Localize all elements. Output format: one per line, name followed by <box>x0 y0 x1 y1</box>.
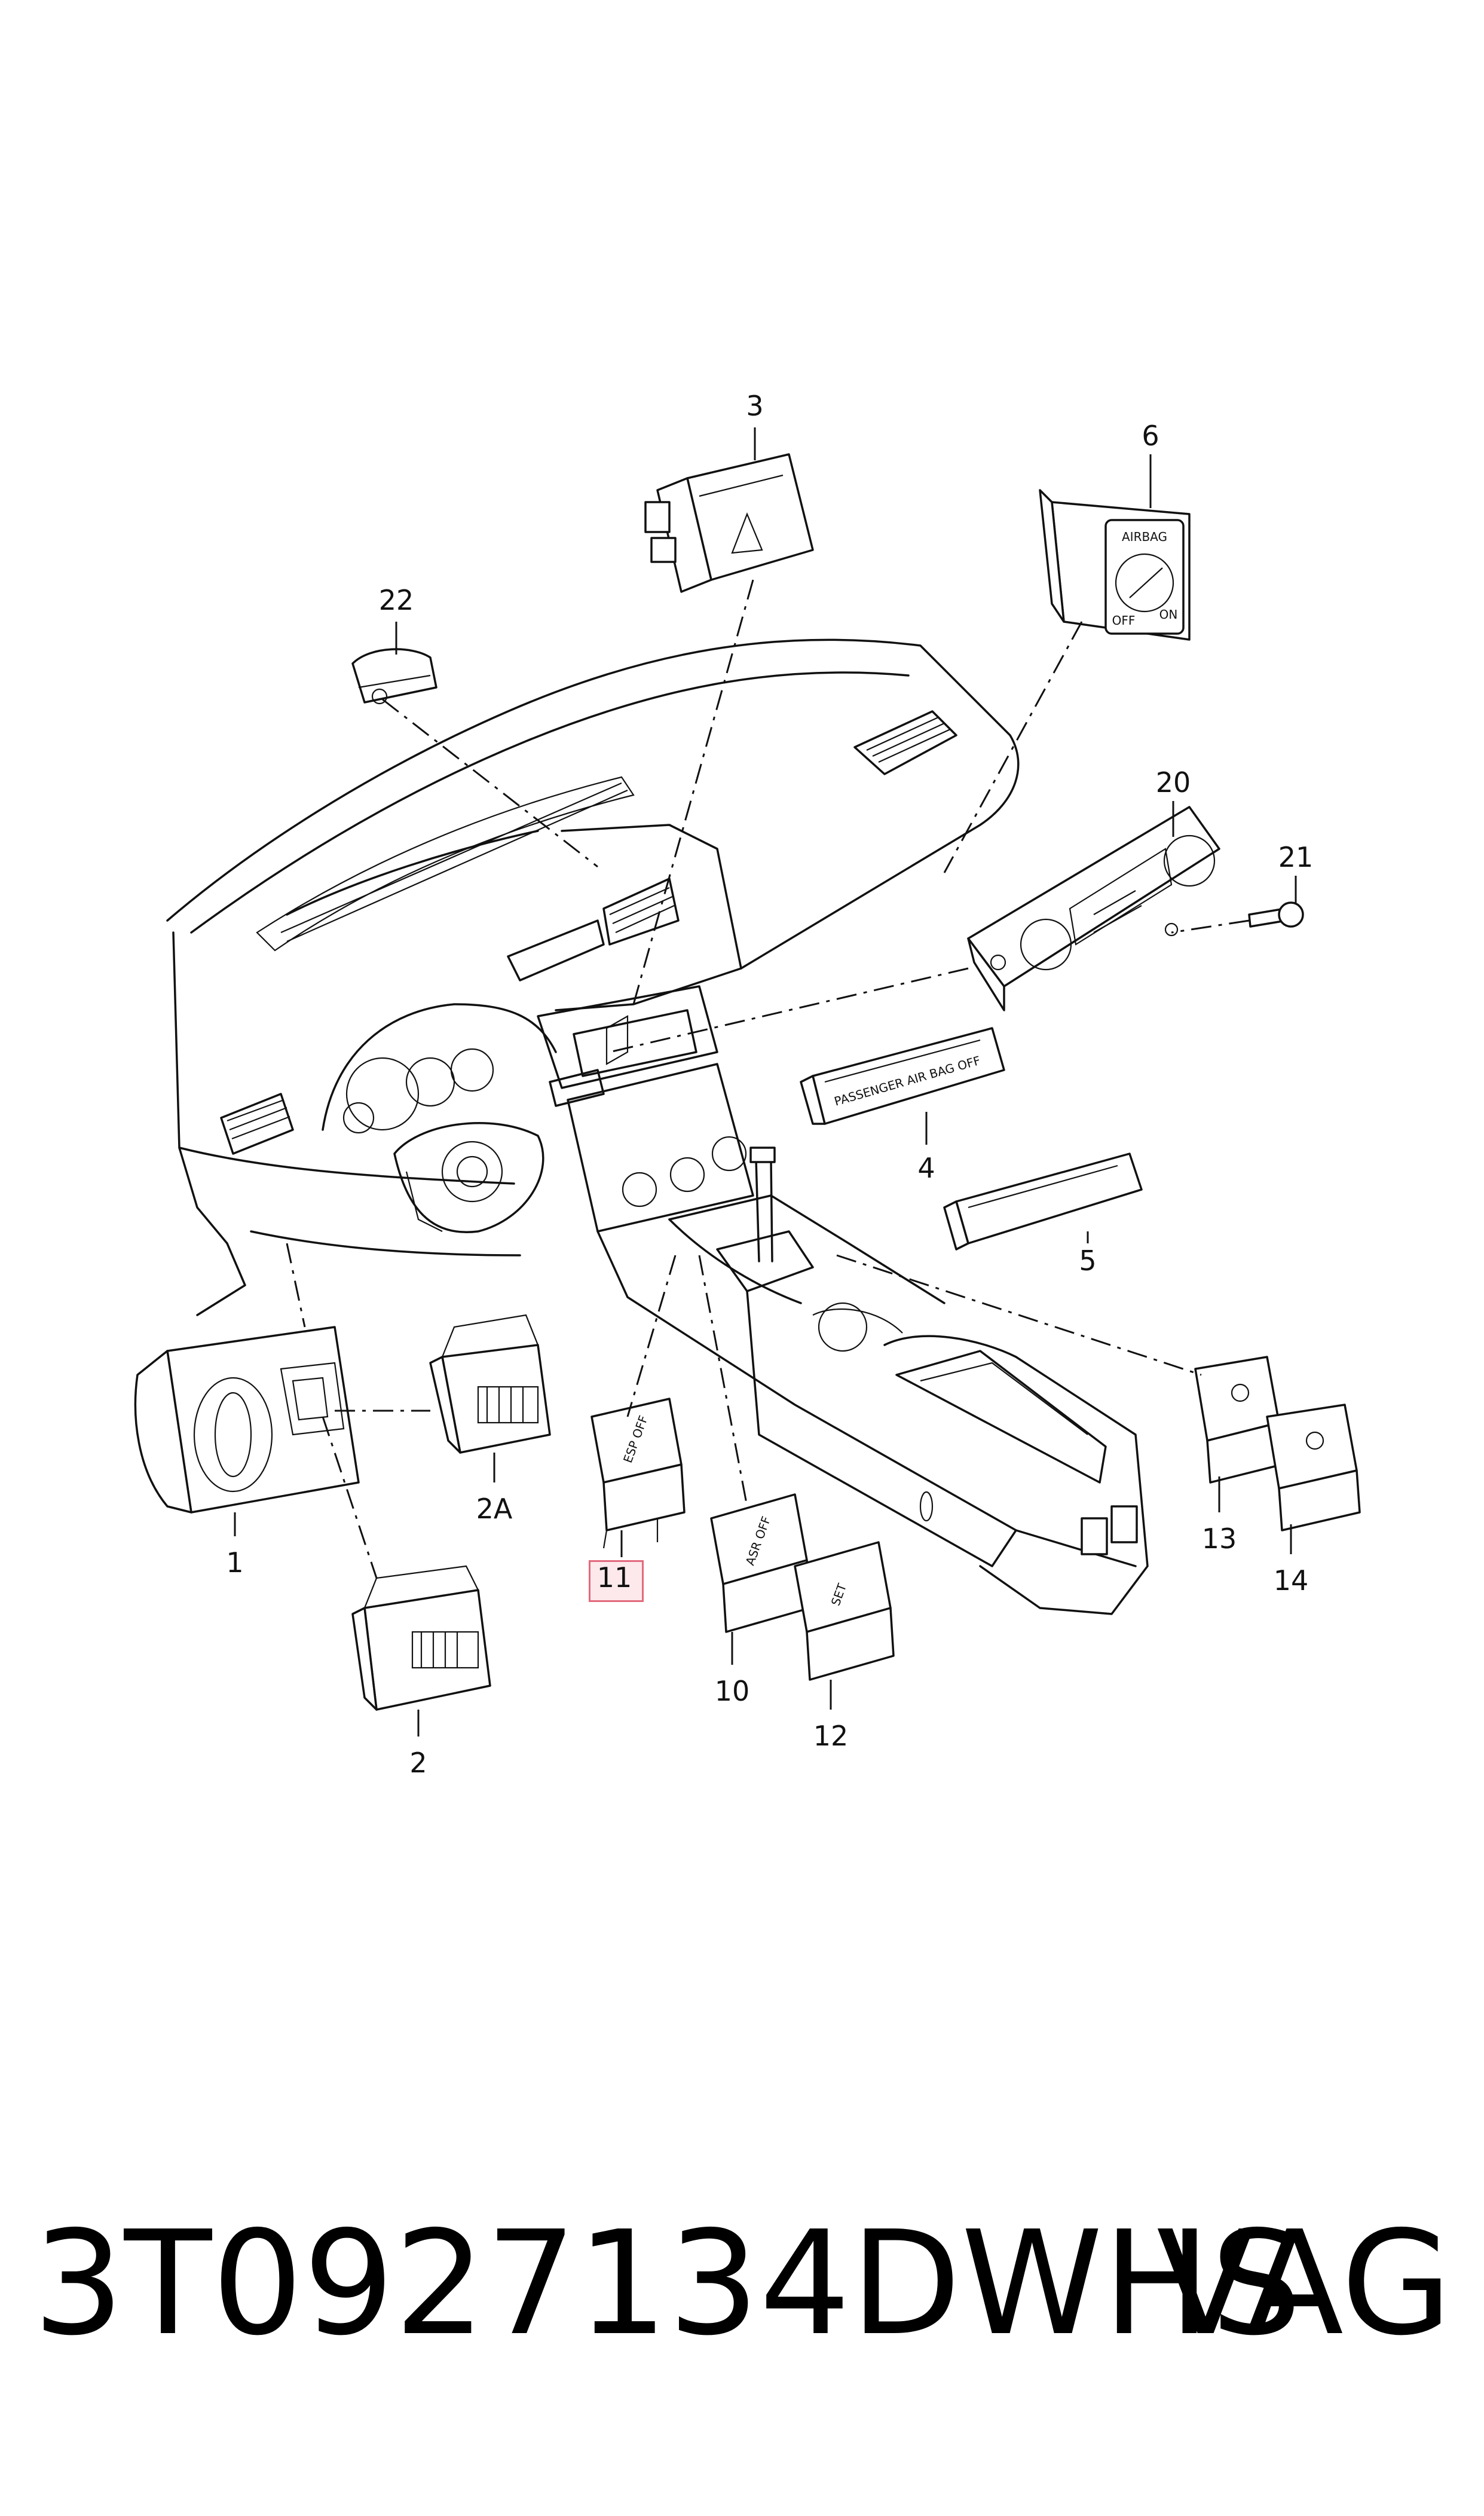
part-6-airbag-switch: AIRBAG OFF ON <box>1039 489 1191 641</box>
callout-21: 21 <box>1278 841 1314 873</box>
callout-10: 10 <box>715 1675 750 1707</box>
leader-lines <box>286 579 1250 1579</box>
part-2-dimmer-switch <box>351 1565 491 1711</box>
callout-22: 22 <box>379 584 414 616</box>
part-10-asr-switch: ASR OFF <box>710 1493 811 1633</box>
callout-3: 3 <box>746 390 763 422</box>
part-number: 3T0927134DWHS <box>33 2200 1302 2367</box>
callout-20: 20 <box>1156 766 1191 799</box>
part-4-passenger-airbag-indicator: PASSENGER AIR BAG OFF <box>800 1027 1005 1125</box>
part-1-headlight-switch <box>134 1326 360 1514</box>
part-3-hazard-switch <box>644 453 814 593</box>
callout-2a: 2A <box>476 1493 513 1525</box>
callout-1: 1 <box>226 1546 243 1579</box>
part-11-esp-switch: ESP OFF <box>590 1398 686 1549</box>
callout-2: 2 <box>409 1747 427 1779</box>
part-21-screw <box>1248 901 1304 928</box>
callout-11-highlight <box>589 1560 644 1602</box>
callout-labels: 3 6 22 20 21 4 5 1 2A 2 10 12 13 14 <box>226 390 1313 1779</box>
airbag-off-label: OFF <box>1112 613 1136 628</box>
airbag-label: AIRBAG <box>1122 530 1167 544</box>
callout-leaders <box>234 427 1297 1737</box>
airbag-on-label: ON <box>1159 607 1178 622</box>
brand-name: VAG <box>1156 2200 1452 2367</box>
callout-12: 12 <box>813 1720 849 1752</box>
callout-5: 5 <box>1079 1245 1096 1277</box>
callout-13: 13 <box>1202 1523 1237 1555</box>
part-2a-dimmer-module <box>429 1314 551 1454</box>
callout-14: 14 <box>1274 1564 1309 1597</box>
part-22-clip <box>351 648 437 705</box>
callout-4: 4 <box>917 1152 935 1184</box>
part-14-parkbrake-switch <box>1266 1404 1361 1531</box>
callout-6: 6 <box>1142 420 1159 452</box>
part-20-climate-control <box>967 806 1220 1011</box>
callout-11: 11 <box>596 1561 632 1594</box>
part-5-blank-panel <box>943 1152 1143 1251</box>
part-12-set-switch: SET <box>794 1541 895 1681</box>
dashboard-drawing <box>166 638 1149 1615</box>
